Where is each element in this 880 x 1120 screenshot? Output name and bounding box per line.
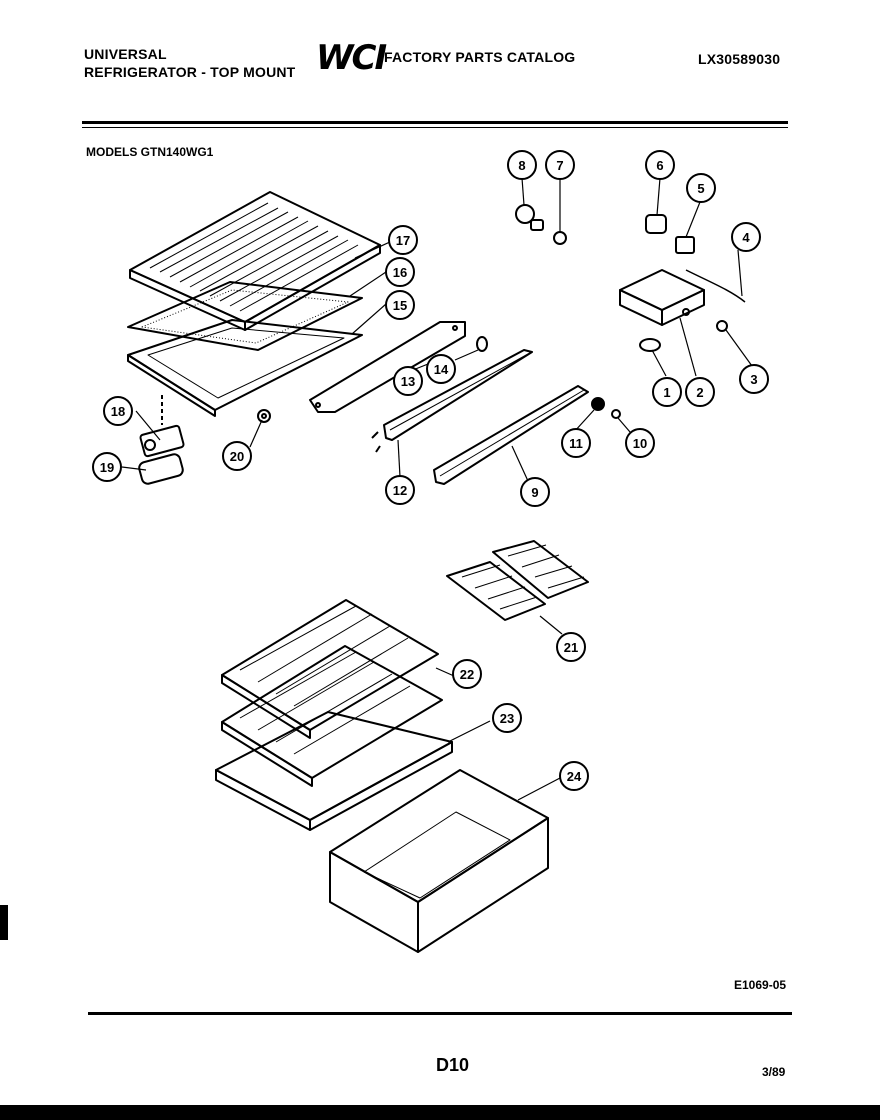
knob-part-1 bbox=[639, 338, 661, 352]
callout-9: 9 bbox=[520, 477, 550, 507]
control-housing-part-2 bbox=[619, 269, 705, 326]
light-socket-part-7 bbox=[553, 231, 567, 245]
bracket-part-19 bbox=[138, 453, 184, 485]
callout-14: 14 bbox=[426, 354, 456, 384]
models-label: MODELS GTN140WG1 bbox=[86, 145, 214, 159]
callout-label: 20 bbox=[230, 449, 244, 464]
shelf-insert-part-16 bbox=[127, 281, 363, 351]
callout-label: 8 bbox=[518, 158, 525, 173]
page-number: D10 bbox=[436, 1055, 470, 1075]
callout-label: 1 bbox=[663, 385, 670, 400]
callout-label: 9 bbox=[531, 485, 538, 500]
callout-10: 10 bbox=[625, 428, 655, 458]
callout-label: 17 bbox=[396, 233, 410, 248]
ice-tray-part-21 bbox=[446, 540, 589, 621]
callout-11: 11 bbox=[561, 428, 591, 458]
callout-12: 12 bbox=[385, 475, 415, 505]
callout-label: 3 bbox=[750, 372, 757, 387]
callout-label: 5 bbox=[697, 181, 704, 196]
callout-label: 23 bbox=[500, 711, 514, 726]
rail-part-12 bbox=[371, 349, 533, 453]
callout-20: 20 bbox=[222, 441, 252, 471]
callout-label: 19 bbox=[100, 460, 114, 475]
callout-13: 13 bbox=[393, 366, 423, 396]
callout-22: 22 bbox=[452, 659, 482, 689]
wire-shelf-part-22 bbox=[221, 599, 443, 787]
header-product-line: REFRIGERATOR - TOP MOUNT bbox=[84, 64, 296, 80]
shelf-assembly-part-17 bbox=[129, 191, 381, 331]
callout-label: 7 bbox=[556, 158, 563, 173]
callout-label: 2 bbox=[696, 385, 703, 400]
rail-part-9 bbox=[433, 385, 589, 485]
callout-label: 16 bbox=[393, 265, 407, 280]
light-bulb-part-8 bbox=[515, 204, 544, 231]
callout-label: 18 bbox=[111, 404, 125, 419]
callout-label: 6 bbox=[656, 158, 663, 173]
callout-6: 6 bbox=[645, 150, 675, 180]
wci-logo: WCI bbox=[316, 38, 387, 78]
callout-label: 11 bbox=[569, 436, 583, 451]
callout-label: 15 bbox=[393, 298, 407, 313]
thermostat-knob-part-6 bbox=[645, 214, 667, 234]
catalog-number: LX30589030 bbox=[698, 51, 781, 67]
callout-label: 13 bbox=[401, 374, 415, 389]
callout-label: 24 bbox=[567, 769, 582, 784]
callout-label: 4 bbox=[742, 230, 750, 245]
callout-18: 18 bbox=[103, 396, 133, 426]
rail-part-13 bbox=[309, 321, 466, 413]
screw-part-3 bbox=[716, 320, 728, 332]
callout-24: 24 bbox=[559, 761, 589, 791]
callout-label: 10 bbox=[633, 436, 647, 451]
switch-part-5 bbox=[675, 236, 695, 254]
screw-part-10 bbox=[611, 409, 621, 419]
callout-label: 12 bbox=[393, 483, 407, 498]
catalog-date: 3/89 bbox=[762, 1065, 786, 1079]
callout-5: 5 bbox=[686, 173, 716, 203]
bracket-part-18 bbox=[139, 424, 185, 458]
callout-23: 23 bbox=[492, 703, 522, 733]
header-brand: UNIVERSAL bbox=[84, 46, 167, 62]
header-rule-thin bbox=[82, 127, 788, 128]
screw-part-14 bbox=[476, 336, 488, 352]
callout-17: 17 bbox=[388, 225, 418, 255]
scan-border-left bbox=[0, 905, 8, 940]
header-rule bbox=[82, 121, 788, 124]
callout-label: 21 bbox=[564, 640, 578, 655]
scan-border-bottom bbox=[0, 1105, 880, 1120]
callout-3: 3 bbox=[739, 364, 769, 394]
callout-7: 7 bbox=[545, 150, 575, 180]
callout-8: 8 bbox=[507, 150, 537, 180]
wire-harness-part-4 bbox=[685, 269, 746, 303]
callout-4: 4 bbox=[731, 222, 761, 252]
callout-label: 22 bbox=[460, 667, 474, 682]
bushing-part-11 bbox=[591, 397, 605, 411]
callout-15: 15 bbox=[385, 290, 415, 320]
drawing-code: E1069-05 bbox=[734, 978, 787, 992]
footer-rule bbox=[88, 1012, 792, 1015]
callout-19: 19 bbox=[92, 452, 122, 482]
callout-label: 14 bbox=[434, 362, 449, 377]
shelf-frame-part-15 bbox=[127, 319, 363, 417]
callout-1: 1 bbox=[652, 377, 682, 407]
callout-2: 2 bbox=[685, 377, 715, 407]
crisper-pan-part-24 bbox=[329, 769, 549, 953]
screw-part-20 bbox=[257, 409, 271, 423]
callout-16: 16 bbox=[385, 257, 415, 287]
callout-21: 21 bbox=[556, 632, 586, 662]
crisper-cover-part-23 bbox=[215, 711, 453, 831]
catalog-title: FACTORY PARTS CATALOG bbox=[384, 49, 576, 65]
